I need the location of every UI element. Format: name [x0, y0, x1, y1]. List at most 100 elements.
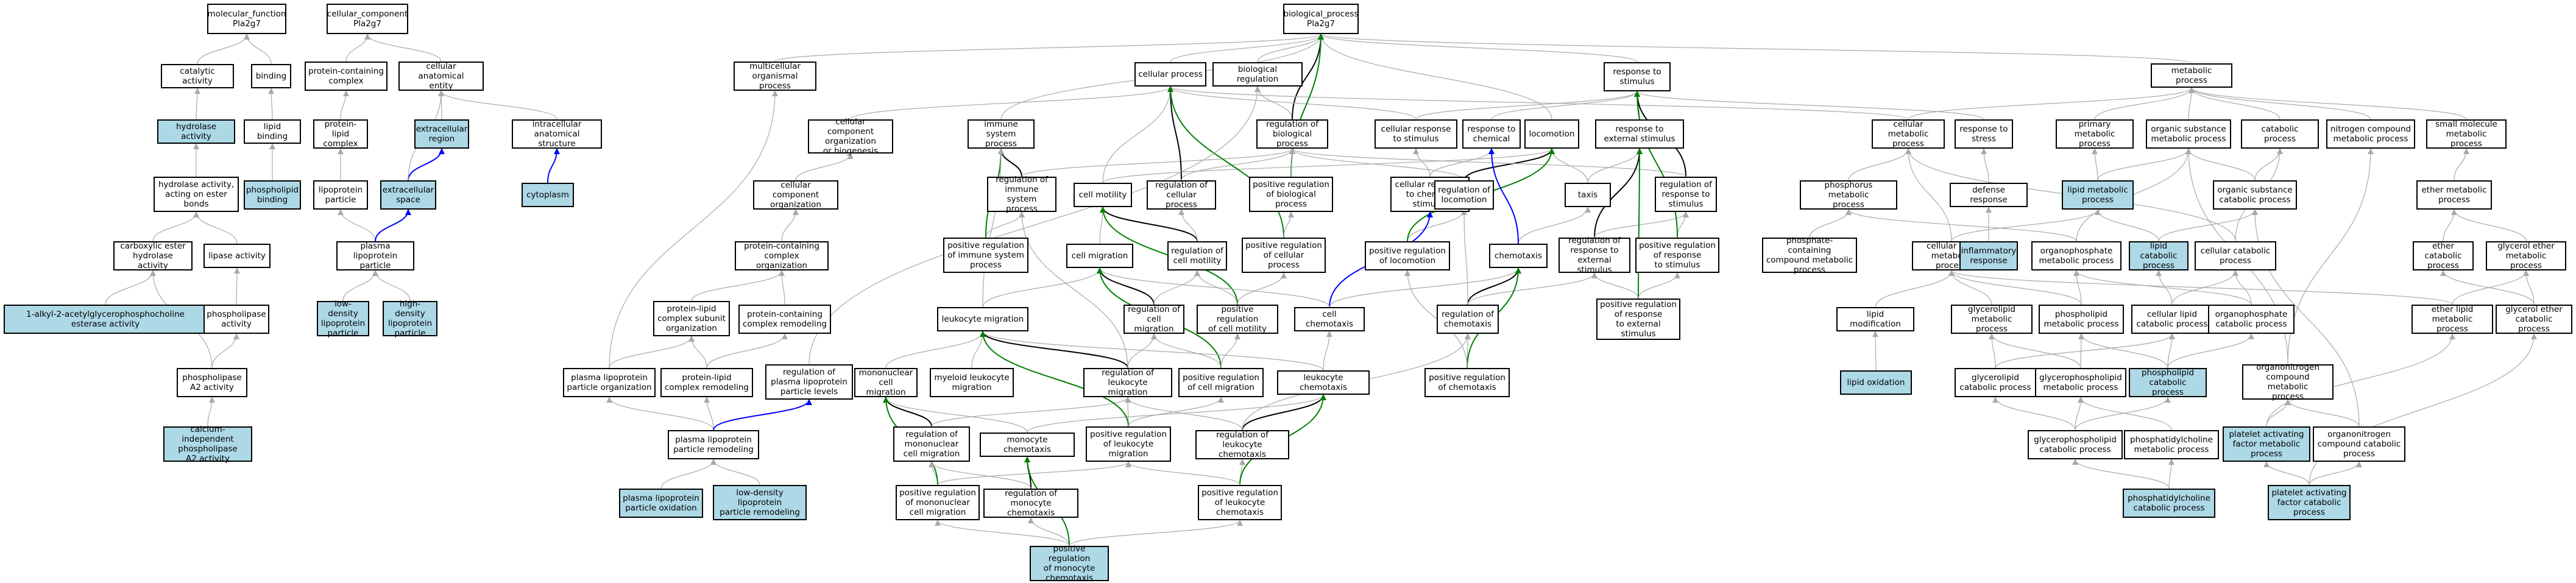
node-protein-lipid-complex-subunit-organization[interactable]: protein-lipid complex subunit organizati…	[653, 301, 730, 336]
node-regulation-of-cell-motility[interactable]: regulation of cell motility	[1167, 241, 1227, 270]
node-positive-regulation-of-mononuclear-cell-migration[interactable]: positive regulation of mononuclear cell …	[896, 485, 980, 520]
node-acetylglycerophosphocholine-esterase-activity[interactable]: 1-alkyl-2-acetylglycerophosphocholine es…	[4, 305, 207, 334]
node-plasma-lipoprotein-particle[interactable]: plasma lipoprotein particle	[336, 241, 414, 270]
node-organophosphate-catabolic-process[interactable]: organophosphate catabolic process	[2208, 305, 2295, 334]
node-primary-metabolic-process[interactable]: primary metabolic process	[2056, 119, 2134, 149]
node-glycerophospholipid-catabolic-process[interactable]: glycerophospholipid catabolic process	[2028, 430, 2123, 459]
node-regulation-of-plasma-lipoprotein-particle-levels[interactable]: regulation of plasma lipoprotein particl…	[765, 364, 853, 400]
node-multicellular-organismal-process[interactable]: multicellular organismal process	[734, 62, 816, 91]
node-lipid-binding[interactable]: lipid binding	[244, 119, 301, 144]
node-high-density-lipoprotein-particle[interactable]: high-density lipoprotein particle	[383, 299, 437, 338]
node-response-to-stress[interactable]: response to stress	[1955, 119, 2013, 149]
node-biological-process-root[interactable]: biological_process Pla2g7	[1283, 4, 1359, 34]
node-phospholipase-activity[interactable]: phospholipase activity	[203, 305, 269, 334]
node-regulation-of-immune-system-process[interactable]: regulation of immune system process	[987, 175, 1056, 214]
node-phosphorus-metabolic-process[interactable]: phosphorus metabolic process	[1800, 180, 1897, 210]
node-positive-regulation-of-locomotion[interactable]: positive regulation of locomotion	[1365, 241, 1450, 270]
node-regulation-of-response-to-stimulus[interactable]: regulation of response to stimulus	[1655, 177, 1717, 212]
node-protein-lipid-complex-remodeling[interactable]: protein-lipid complex remodeling	[660, 368, 753, 397]
node-chemotaxis[interactable]: chemotaxis	[1489, 244, 1548, 268]
node-nitrogen-compound-metabolic-process[interactable]: nitrogen compound metabolic process	[2326, 119, 2415, 149]
node-leukocyte-chemotaxis[interactable]: leukocyte chemotaxis	[1277, 370, 1370, 395]
node-low-density-lipoprotein-particle-remodeling[interactable]: low-density lipoprotein particle remodel…	[713, 485, 807, 520]
node-positive-regulation-of-cell-migration[interactable]: positive regulation of cell migration	[1178, 368, 1264, 397]
node-ether-catabolic-process[interactable]: ether catabolic process	[2413, 241, 2474, 270]
node-phospholipid-binding[interactable]: phospholipid binding	[244, 180, 301, 210]
node-regulation-of-cellular-process[interactable]: regulation of cellular process	[1147, 180, 1216, 210]
node-hydrolase-activity[interactable]: hydrolase activity	[157, 119, 235, 144]
node-small-molecule-metabolic-process[interactable]: small molecule metabolic process	[2426, 119, 2507, 149]
node-plasma-lipoprotein-particle-oxidation[interactable]: plasma lipoprotein particle oxidation	[619, 489, 703, 518]
node-metabolic-process[interactable]: metabolic process	[2151, 63, 2232, 88]
node-mononuclear-cell-migration[interactable]: mononuclear cell migration	[854, 368, 918, 397]
node-phosphatidylcholine-metabolic-process[interactable]: phosphatidylcholine metabolic process	[2124, 430, 2219, 459]
node-cellular-component-organization[interactable]: cellular component organization	[753, 180, 838, 210]
node-lipoprotein-particle[interactable]: lipoprotein particle	[313, 180, 368, 210]
node-glycerol-ether-metabolic-process[interactable]: glycerol ether metabolic process	[2486, 241, 2566, 270]
node-extracellular-space[interactable]: extracellular space	[380, 180, 436, 210]
node-ether-lipid-metabolic-process[interactable]: ether lipid metabolic process	[2411, 305, 2493, 334]
node-phosphatidylcholine-catabolic-process[interactable]: phosphatidylcholine catabolic process	[2123, 489, 2215, 518]
node-protein-lipid-complex[interactable]: protein-lipid complex	[313, 119, 368, 149]
node-regulation-of-leukocyte-chemotaxis[interactable]: regulation of leukocyte chemotaxis	[1195, 430, 1289, 459]
node-cellular-lipid-catabolic-process[interactable]: cellular lipid catabolic process	[2131, 305, 2213, 334]
node-hydrolase-activity-ester-bonds[interactable]: hydrolase activity, acting on ester bond…	[154, 177, 239, 212]
node-molecular-function-root[interactable]: molecular_function Pla2g7	[207, 4, 286, 34]
node-low-density-lipoprotein-particle[interactable]: low-density lipoprotein particle	[317, 299, 369, 338]
node-response-to-chemical[interactable]: response to chemical	[1462, 119, 1521, 149]
node-phospholipid-metabolic-process[interactable]: phospholipid metabolic process	[2039, 305, 2124, 334]
node-organic-substance-catabolic-process[interactable]: organic substance catabolic process	[2213, 180, 2297, 210]
node-intracellular-anatomical-structure[interactable]: intracellular anatomical structure	[512, 119, 602, 149]
node-positive-regulation-of-biological-process[interactable]: positive regulation of biological proces…	[1249, 177, 1333, 212]
node-regulation-of-response-to-external-stimulus[interactable]: regulation of response to external stimu…	[1559, 236, 1630, 275]
node-cellular-response-to-stimulus[interactable]: cellular response to stimulus	[1375, 119, 1457, 149]
node-monocyte-chemotaxis[interactable]: monocyte chemotaxis	[980, 433, 1075, 457]
node-organophosphate-metabolic-process[interactable]: organophosphate metabolic process	[2031, 241, 2121, 270]
node-ether-metabolic-process[interactable]: ether metabolic process	[2416, 180, 2492, 210]
node-extracellular-region[interactable]: extracellular region	[414, 119, 469, 149]
node-regulation-of-chemotaxis[interactable]: regulation of chemotaxis	[1437, 305, 1499, 334]
node-response-to-stimulus[interactable]: response to stimulus	[1604, 62, 1671, 91]
node-organonitrogen-compound-catabolic-process[interactable]: organonitrogen compound catabolic proces…	[2313, 426, 2405, 462]
node-defense-response[interactable]: defense response	[1950, 183, 2028, 207]
node-cytoplasm[interactable]: cytoplasm	[522, 183, 574, 207]
node-positive-regulation-of-chemotaxis[interactable]: positive regulation of chemotaxis	[1424, 368, 1510, 397]
node-regulation-of-locomotion[interactable]: regulation of locomotion	[1434, 180, 1494, 210]
node-organonitrogen-compound-metabolic-process[interactable]: organonitrogen compound metabolic proces…	[2242, 362, 2334, 401]
node-protein-containing-complex-organization[interactable]: protein-containing complex organization	[735, 241, 829, 270]
node-carboxylic-ester-hydrolase-activity[interactable]: carboxylic ester hydrolase activity	[113, 241, 193, 270]
node-cell-migration[interactable]: cell migration	[1066, 244, 1133, 268]
node-positive-regulation-of-response-to-stimulus[interactable]: positive regulation of response to stimu…	[1635, 238, 1719, 273]
node-organic-substance-metabolic-process[interactable]: organic substance metabolic process	[2146, 119, 2231, 149]
node-lipid-catabolic-process[interactable]: lipid catabolic process	[2129, 241, 2189, 270]
node-locomotion[interactable]: locomotion	[1524, 119, 1579, 149]
node-cellular-metabolic-process[interactable]: cellular metabolic process	[1872, 119, 1945, 149]
node-regulation-of-mononuclear-cell-migration[interactable]: regulation of mononuclear cell migration	[893, 426, 970, 462]
node-phospholipid-catabolic-process[interactable]: phospholipid catabolic process	[2129, 368, 2207, 397]
node-plasma-lipoprotein-particle-organization[interactable]: plasma lipoprotein particle organization	[563, 368, 656, 397]
node-regulation-of-biological-process[interactable]: regulation of biological process	[1256, 119, 1328, 149]
node-positive-regulation-of-response-to-external-stimulus[interactable]: positive regulation of response to exter…	[1596, 299, 1680, 340]
node-plasma-lipoprotein-particle-remodeling[interactable]: plasma lipoprotein particle remodeling	[668, 430, 759, 459]
node-glycerolipid-catabolic-process[interactable]: glycerolipid catabolic process	[1955, 368, 2036, 397]
node-lipid-metabolic-process[interactable]: lipid metabolic process	[2062, 180, 2134, 210]
node-positive-regulation-of-leukocyte-chemotaxis[interactable]: positive regulation of leukocyte chemota…	[1198, 485, 1282, 520]
node-catalytic-activity[interactable]: catalytic activity	[161, 64, 234, 88]
node-platelet-activating-factor-metabolic-process[interactable]: platelet activating factor metabolic pro…	[2223, 426, 2310, 462]
node-protein-containing-complex-remodeling[interactable]: protein-containing complex remodeling	[738, 305, 831, 334]
node-positive-regulation-of-cell-motility[interactable]: positive regulation of cell motility	[1197, 305, 1278, 334]
node-glycerolipid-metabolic-process[interactable]: glycerolipid metabolic process	[1951, 305, 2033, 334]
node-regulation-of-monocyte-chemotaxis[interactable]: regulation of monocyte chemotaxis	[983, 489, 1078, 518]
node-cell-chemotaxis[interactable]: cell chemotaxis	[1294, 307, 1365, 331]
node-taxis[interactable]: taxis	[1565, 183, 1611, 207]
node-positive-regulation-of-monocyte-chemotaxis[interactable]: positive regulation of monocyte chemotax…	[1030, 544, 1109, 583]
node-binding[interactable]: binding	[251, 64, 291, 88]
node-phosphate-containing-compound-metabolic-process[interactable]: phosphate-containing compound metabolic …	[1762, 236, 1857, 275]
node-platelet-activating-factor-catabolic-process[interactable]: platelet activating factor catabolic pro…	[2268, 485, 2351, 520]
node-phospholipase-a2-activity[interactable]: phospholipase A2 activity	[177, 368, 247, 397]
node-cellular-component-organization-or-biogenesis[interactable]: cellular component organization or bioge…	[808, 117, 893, 156]
node-lipid-modification[interactable]: lipid modification	[1836, 307, 1914, 331]
node-cellular-catabolic-process[interactable]: cellular catabolic process	[2195, 241, 2276, 270]
node-cellular-component-root[interactable]: cellular_component Pla2g7	[327, 4, 408, 34]
node-response-to-external-stimulus[interactable]: response to external stimulus	[1595, 119, 1684, 149]
